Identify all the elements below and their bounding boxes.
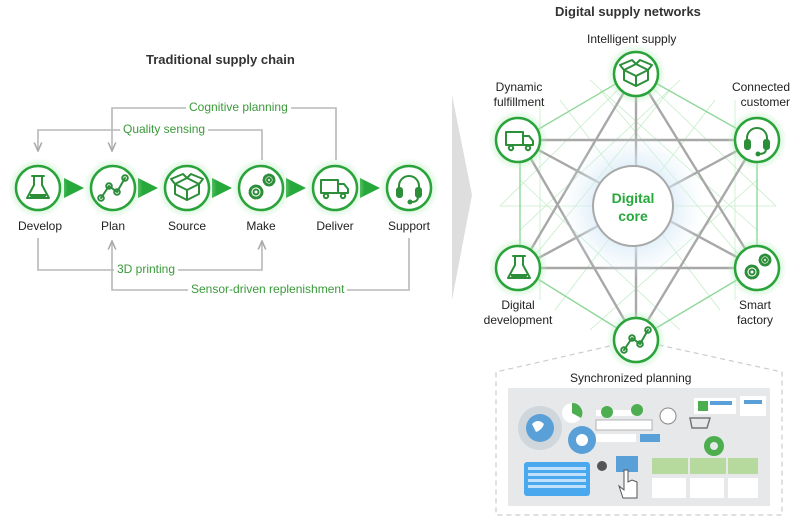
right-node-circles: [488, 44, 787, 370]
digital-core: [592, 165, 674, 247]
step-node-develop: [8, 158, 68, 218]
step-node-deliver: [305, 158, 365, 218]
planning-callout: [495, 339, 783, 516]
digital-development-label: Digital development: [478, 298, 558, 328]
headset-icon: [396, 175, 422, 205]
dynamic-fulfillment-line2: fulfillment: [493, 95, 545, 109]
step-label-support: Support: [387, 219, 431, 233]
smart-factory-line1: Smart: [738, 298, 771, 312]
dynamic-fulfillment-node: [488, 110, 548, 170]
step-label-plan: Plan: [100, 219, 126, 233]
digital-supply-networks-title: Digital supply networks: [555, 4, 701, 19]
traditional-supply-chain-title: Traditional supply chain: [146, 52, 295, 67]
connected-customer-node: [727, 110, 787, 170]
sensor-driven-replenishment-label: Sensor-driven replenishment: [188, 282, 348, 296]
digital-development-flask-icon: [507, 255, 531, 279]
3d-printing-label: 3D printing: [114, 262, 179, 276]
smart-factory-label: Smart factory: [728, 298, 782, 328]
connected-customer-line2: customer: [740, 95, 790, 109]
intelligent-supply-node: [606, 44, 666, 104]
step-label-make: Make: [246, 219, 276, 233]
digital-development-line2: development: [483, 313, 553, 327]
connected-customer-line1: Connected: [731, 80, 790, 94]
dynamic-fulfillment-label: Dynamic fulfillment: [484, 80, 554, 110]
step-label-source: Source: [167, 219, 207, 233]
line-graph-icon: [97, 174, 129, 202]
intelligent-supply-box-icon: [619, 59, 653, 87]
box-icon: [170, 173, 204, 201]
synchronized-planning-graph-icon: [620, 326, 652, 354]
step-node-support: [379, 158, 439, 218]
synchronized-planning-label: Synchronized planning: [568, 371, 694, 386]
step-node-source: [157, 158, 217, 218]
digital-core-line2: core: [618, 208, 648, 224]
planning-illustration: [518, 396, 766, 499]
quality-sensing-label: Quality sensing: [120, 122, 209, 136]
smart-factory-line2: factory: [736, 313, 773, 327]
step-label-develop: Develop: [17, 219, 63, 233]
gears-icon: [248, 173, 276, 200]
dynamic-fulfillment-line1: Dynamic: [495, 80, 543, 94]
connected-customer-headset-icon: [744, 127, 770, 157]
digital-development-line1: Digital: [501, 298, 535, 312]
chevron-separator: [452, 95, 472, 300]
digital-core-line1: Digital: [612, 190, 655, 206]
flask-icon: [26, 175, 50, 199]
digital-development-node: [488, 238, 548, 298]
cognitive-planning-label: Cognitive planning: [186, 100, 291, 114]
intelligent-supply-label: Intelligent supply: [587, 32, 677, 46]
dynamic-fulfillment-truck-icon: [505, 131, 534, 152]
step-label-deliver: Deliver: [316, 219, 354, 233]
connected-customer-label: Connected customer: [724, 80, 790, 110]
truck-icon: [320, 179, 349, 200]
smart-factory-gears-icon: [744, 253, 772, 280]
